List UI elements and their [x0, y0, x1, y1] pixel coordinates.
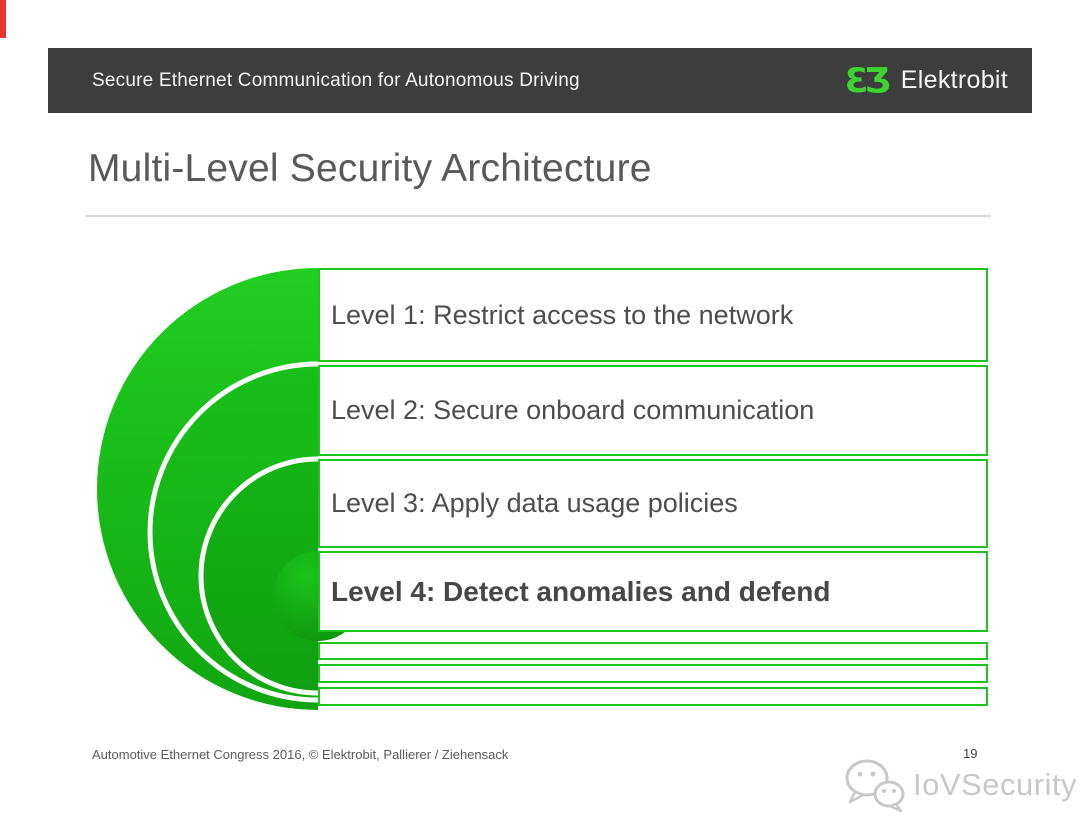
- level-1-bar: Level 1: Restrict access to the network: [318, 268, 988, 362]
- empty-level-strip: [318, 642, 988, 660]
- level-4-label: Level 4: Detect anomalies and defend: [331, 575, 831, 607]
- elektrobit-logo: ƐƷ Elektrobit: [845, 64, 1008, 98]
- level-1-label: Level 1: Restrict access to the network: [331, 299, 794, 330]
- level-2-bar: Level 2: Secure onboard communication: [318, 365, 988, 456]
- slide-title: Multi-Level Security Architecture: [88, 147, 652, 190]
- red-accent-bar: [0, 0, 6, 38]
- footer-credit: Automotive Ethernet Congress 2016, © Ele…: [92, 747, 509, 762]
- iov-security-watermark: IoVSecurity: [843, 758, 1077, 812]
- level-2-label: Level 2: Secure onboard communication: [331, 395, 815, 425]
- page-number: 19: [963, 746, 978, 761]
- elektrobit-logo-text: Elektrobit: [900, 66, 1008, 94]
- wechat-icon: [845, 759, 905, 812]
- level-3-bar: Level 3: Apply data usage policies: [318, 459, 988, 548]
- level-3-label: Level 3: Apply data usage policies: [331, 488, 738, 518]
- level-4-bar: Level 4: Detect anomalies and defend: [318, 551, 988, 632]
- empty-level-strip: [318, 687, 988, 706]
- title-divider: [86, 215, 991, 217]
- presentation-title: Secure Ethernet Communication for Autono…: [92, 69, 580, 91]
- security-levels-diagram: Level 1: Restrict access to the network …: [90, 258, 990, 714]
- slide-header-bar: Secure Ethernet Communication for Autono…: [48, 48, 1032, 113]
- empty-level-strip: [318, 664, 988, 683]
- concentric-circles-graphic: [97, 268, 363, 710]
- watermark-text: IoVSecurity: [913, 767, 1078, 802]
- elektrobit-logo-icon: ƐƷ: [844, 60, 891, 101]
